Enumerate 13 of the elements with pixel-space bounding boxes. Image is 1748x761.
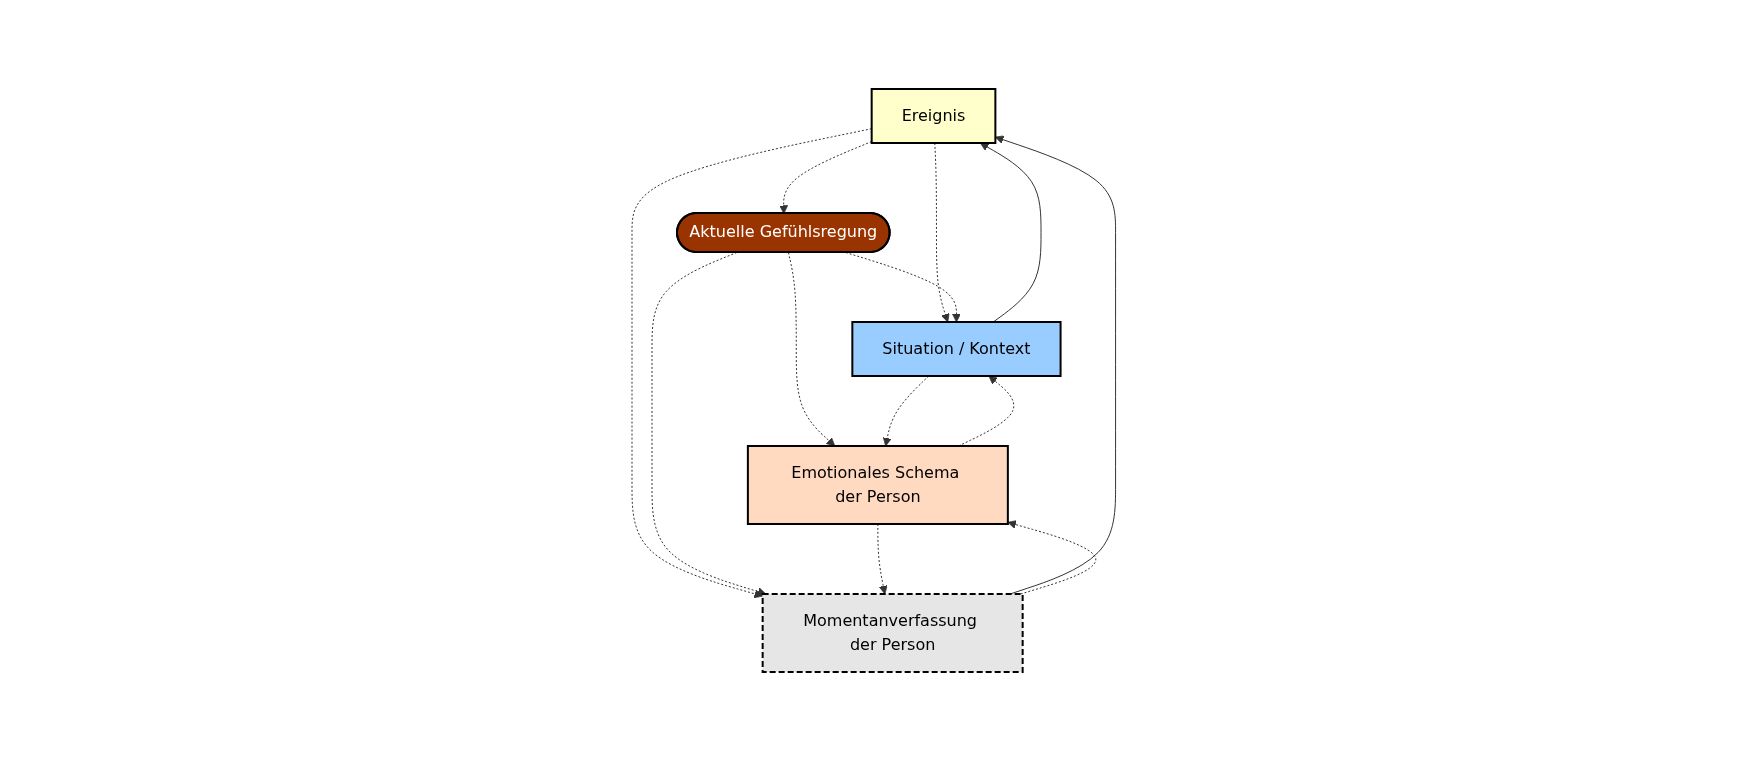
node-box: Situation / Kontext [851, 321, 1062, 377]
node-box: Ereignis [870, 88, 997, 144]
arrow [877, 523, 888, 595]
arrow [651, 252, 767, 596]
arrow [631, 128, 873, 599]
arrow [788, 252, 836, 447]
arrow [1007, 520, 1097, 595]
arrow [995, 135, 1117, 595]
arrow [779, 141, 873, 214]
node-box: Momentanverfassung der Person [761, 593, 1024, 673]
arrow [980, 142, 1042, 323]
arrow [883, 375, 930, 447]
node-box: Emotionales Schema der Person [747, 445, 1010, 525]
